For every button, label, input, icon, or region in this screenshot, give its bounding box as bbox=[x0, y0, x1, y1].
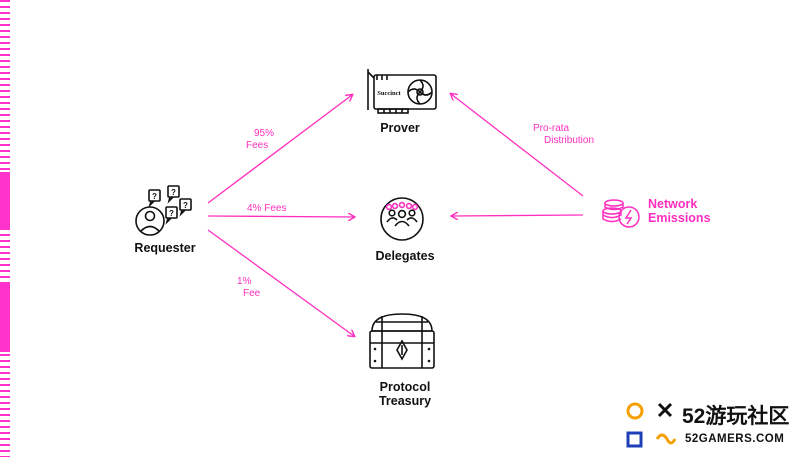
network-emissions-line1: Network bbox=[648, 197, 698, 211]
chest-rivets bbox=[373, 347, 431, 363]
delegates-label: Delegates bbox=[375, 249, 435, 263]
watermark-url: 52GAMERS.COM bbox=[685, 433, 785, 445]
watermark-title: 52游玩社区 bbox=[682, 405, 790, 428]
requester-icon bbox=[135, 185, 192, 236]
left-decorative-block bbox=[0, 284, 10, 352]
left-decorative-block bbox=[0, 172, 10, 228]
treasury-label-line1: Protocol bbox=[379, 380, 431, 394]
svg-text:?: ? bbox=[169, 209, 174, 218]
edge-label-prorata: Pro-rata Distribution bbox=[533, 123, 594, 147]
edge-label-95-line2: Fees bbox=[246, 140, 269, 151]
edge-label-95-fees: 95% Fees bbox=[246, 128, 274, 152]
treasure-chest-icon bbox=[369, 313, 435, 369]
arrow-requester-to-treasury bbox=[207, 229, 354, 336]
coins-icon bbox=[602, 199, 640, 228]
network-emissions-line2: Emissions bbox=[648, 211, 711, 225]
edge-label-prorata-line1: Pro-rata bbox=[533, 123, 570, 134]
prover-label: Prover bbox=[380, 121, 420, 135]
svg-text:?: ? bbox=[171, 188, 176, 197]
arrow-emissions-to-prover bbox=[451, 94, 584, 197]
edge-label-4-fees: 4% Fees bbox=[247, 203, 287, 214]
edge-label-1-line2: Fee bbox=[243, 288, 261, 299]
edge-label-prorata-line2: Distribution bbox=[544, 135, 595, 146]
gpu-icon bbox=[367, 69, 437, 114]
delegates-icon bbox=[380, 197, 424, 241]
edge-label-1-fee: 1% Fee bbox=[237, 276, 260, 300]
watermark: 52游玩社区 52GAMERS.COM bbox=[612, 388, 800, 457]
treasury-label-line2: Treasury bbox=[378, 394, 432, 408]
left-decorative-stripes bbox=[0, 0, 10, 457]
edge-label-95-line1: 95% bbox=[254, 128, 275, 139]
treasury-label: Protocol Treasury bbox=[350, 380, 460, 408]
requester-label: Requester bbox=[134, 241, 196, 255]
network-emissions-label: Network Emissions bbox=[648, 197, 711, 225]
arrow-requester-to-delegates bbox=[207, 216, 354, 217]
question-marks: ? ? ? ? bbox=[152, 188, 188, 218]
arrow-emissions-to-delegates bbox=[452, 215, 584, 216]
svg-text:?: ? bbox=[152, 192, 157, 201]
gpu-brand-label: Succinct bbox=[377, 90, 401, 97]
delegates-accent-icon bbox=[385, 201, 419, 211]
edge-label-1-line1: 1% bbox=[237, 276, 252, 287]
arrow-requester-to-prover bbox=[207, 95, 352, 204]
svg-text:?: ? bbox=[183, 201, 188, 210]
watermark-logo-icon bbox=[626, 402, 677, 448]
